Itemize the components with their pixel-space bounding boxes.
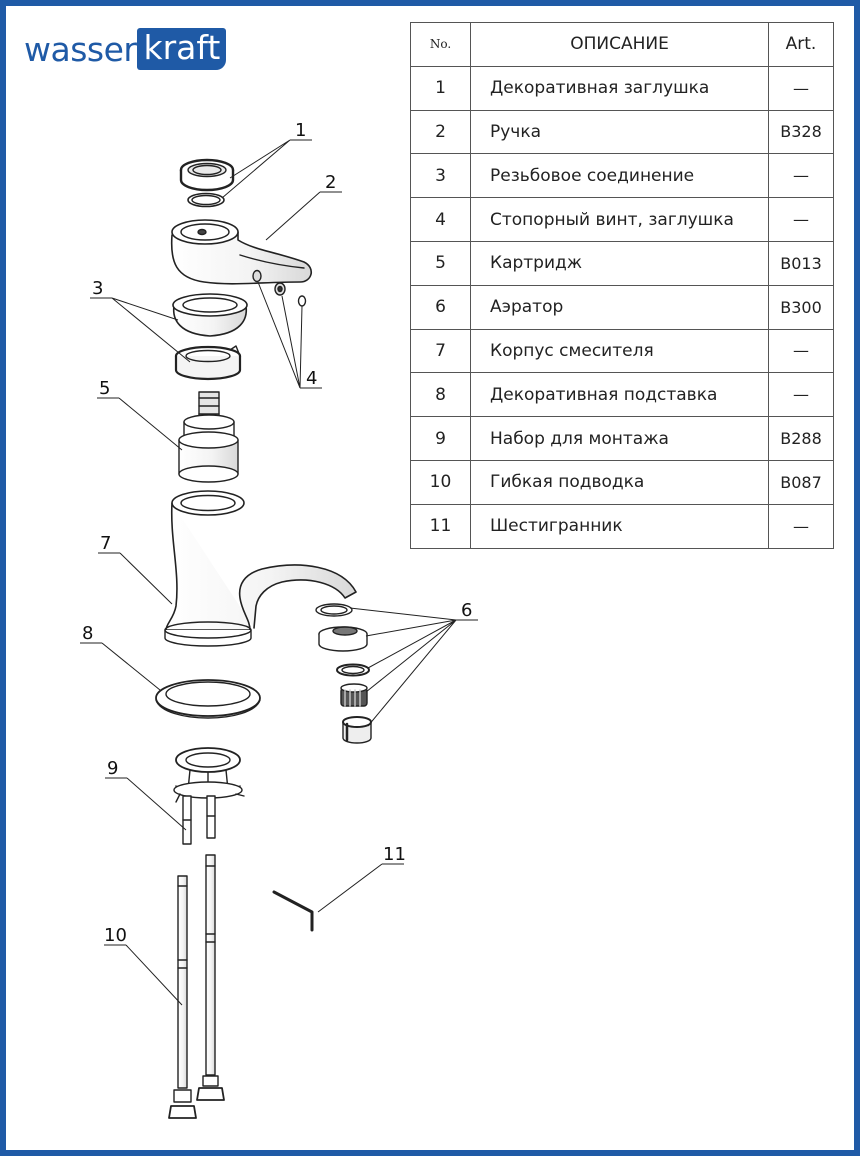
row-art: — [768,372,834,418]
row-art: — [768,153,834,199]
handle-part [170,219,312,285]
row-no: 10 [410,459,471,505]
cartridge-part [178,391,239,483]
callout-10: 10 [104,925,127,946]
set-screw-part [252,269,307,307]
callout-4: 4 [306,368,317,389]
row-no: 4 [410,197,471,242]
row-no: 6 [410,284,471,330]
mounting-kit-part [173,747,245,845]
row-art: — [768,503,834,549]
row-description: Гибкая подводка [470,459,769,505]
row-description: Декоративная заглушка [470,65,769,111]
callout-2: 2 [325,172,336,193]
hex-key-part [272,889,315,932]
callout-1: 1 [295,120,306,141]
mixer-body-part [164,490,357,647]
row-art: B087 [768,459,834,505]
header-description: ОПИСАНИЕ [470,22,769,67]
callout-7: 7 [100,533,111,554]
callout-11: 11 [383,844,406,865]
threaded-connection-part [172,293,248,381]
row-art: B328 [768,109,834,155]
row-art: — [768,65,834,111]
row-no: 3 [410,153,471,199]
brand-logo-wordmark: wasser [24,30,137,69]
callout-6: 6 [461,600,472,621]
row-art: — [768,328,834,374]
flexible-hose-part [168,854,225,1119]
header-art: Art. [768,22,834,67]
row-art: B013 [768,240,834,286]
aerator-part [315,603,372,744]
row-description: Шестигранник [470,503,769,549]
brand-logo-badge: kraft [137,28,227,70]
callout-9: 9 [107,758,118,779]
row-art: B288 [768,416,834,461]
callout-5: 5 [99,378,110,399]
row-description: Набор для монтажа [470,416,769,461]
callout-8: 8 [82,623,93,644]
decorative-cap-part [179,158,235,208]
callout-3: 3 [92,278,103,299]
row-description: Резьбовое соединение [470,153,769,199]
row-art: — [768,197,834,242]
leader-lines [80,139,478,1006]
row-description: Декоративная подставка [470,372,769,418]
decorative-base-part [155,679,261,719]
